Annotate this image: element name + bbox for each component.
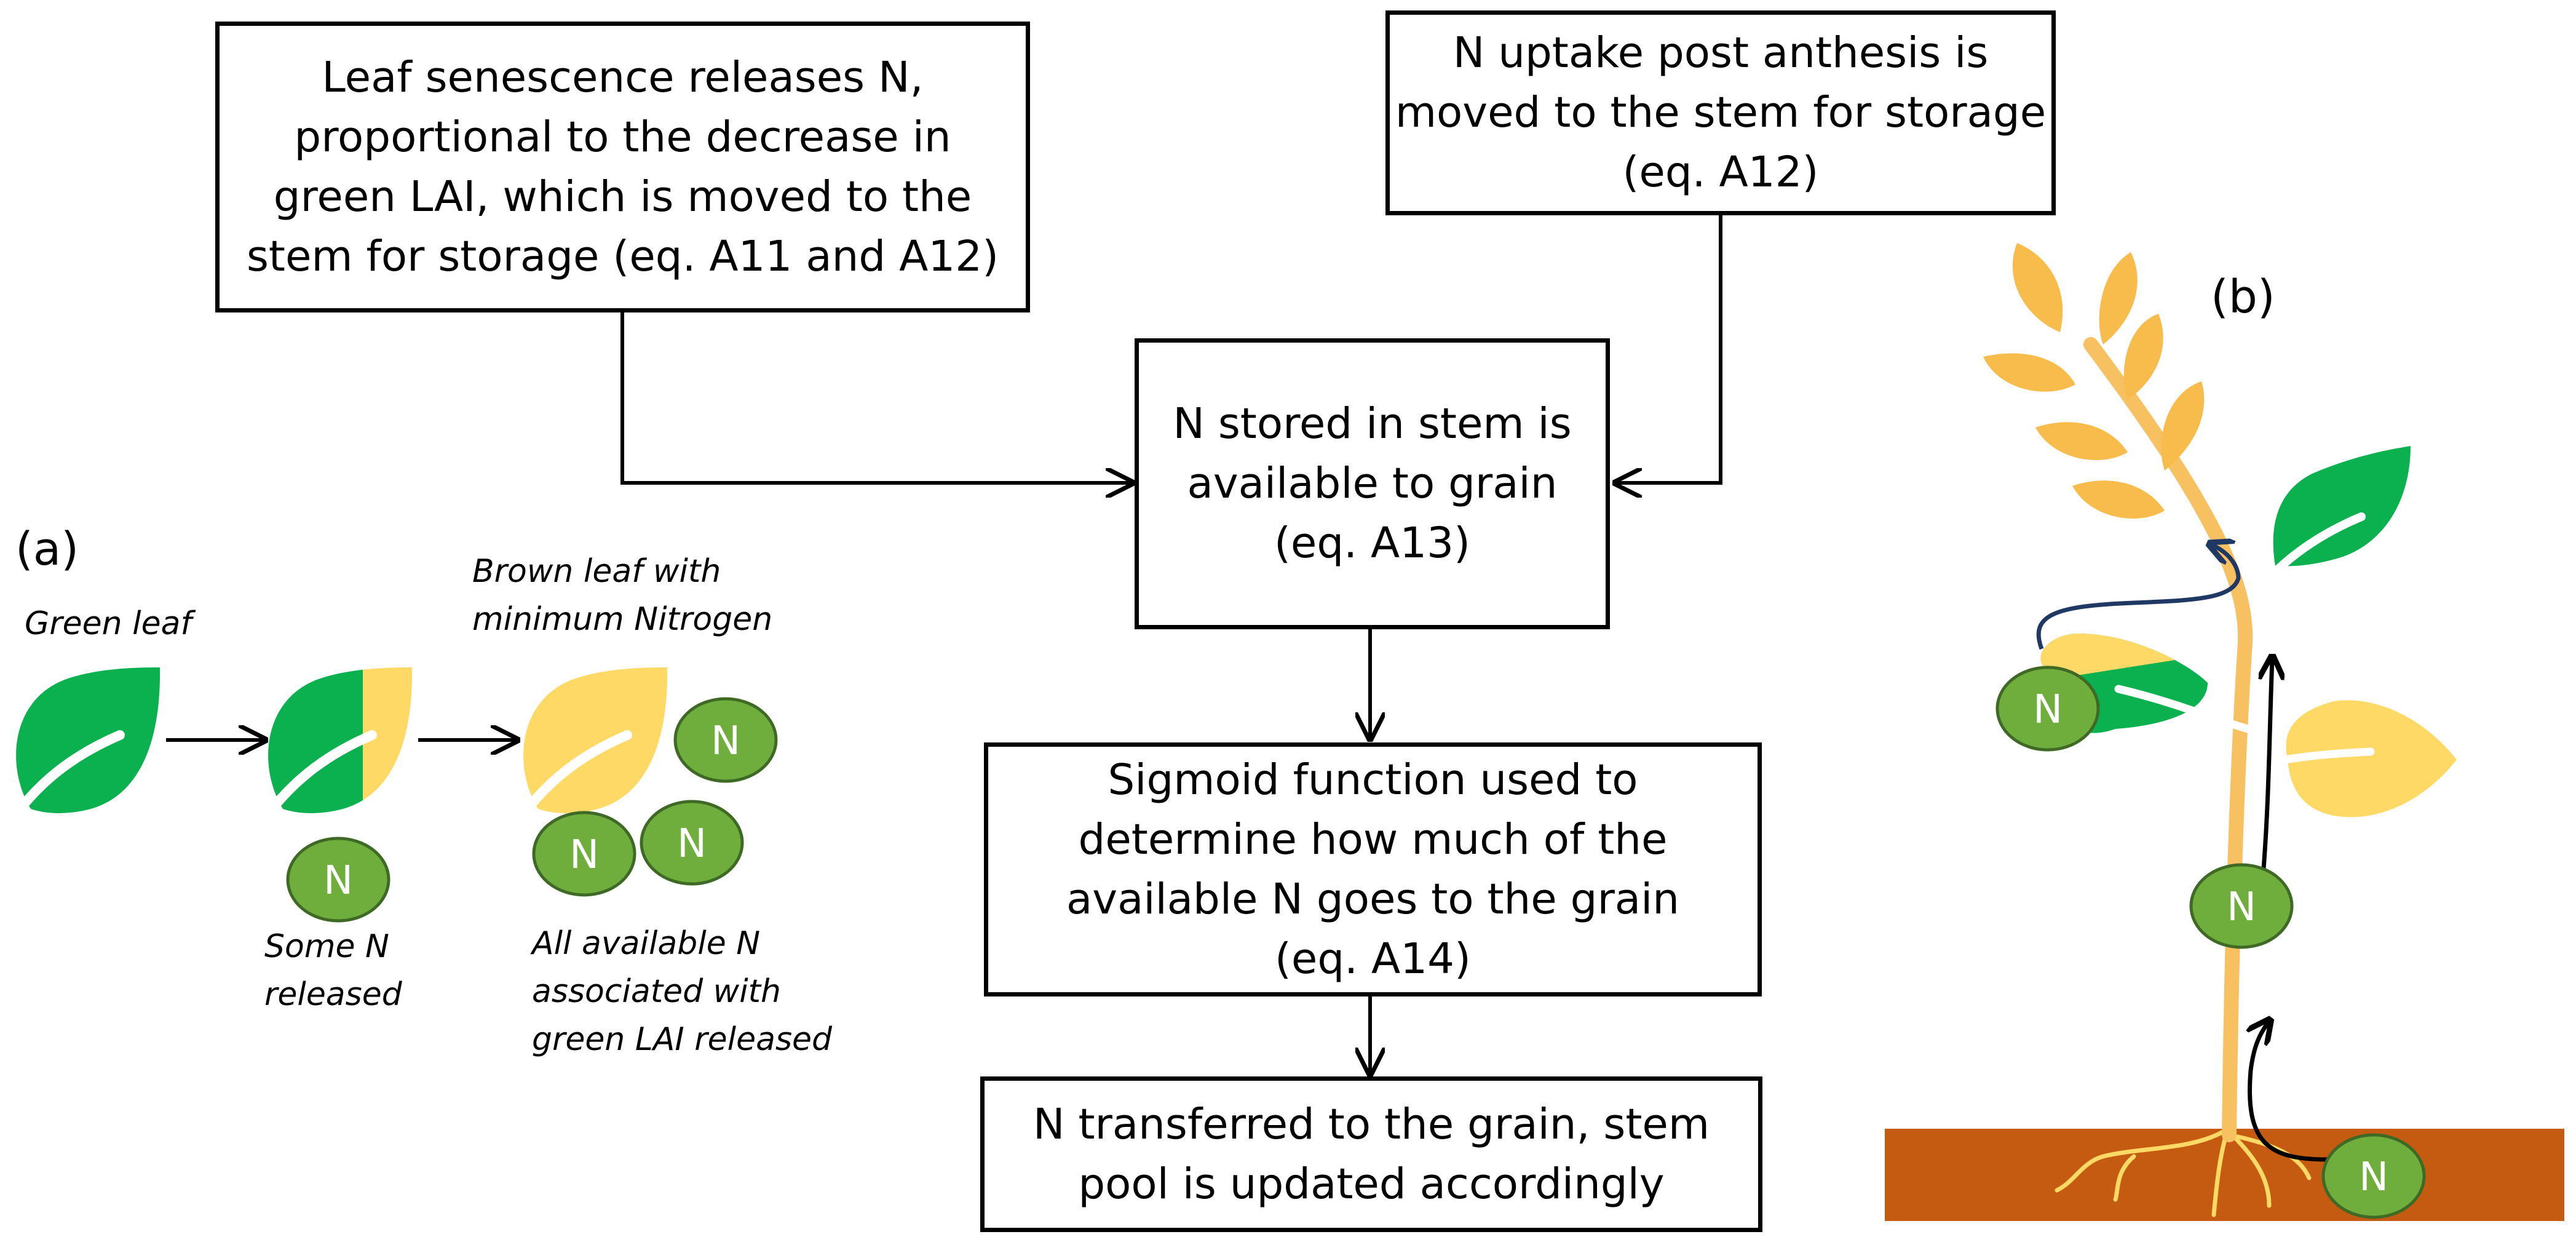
box-line: moved to the stem for storage: [1395, 88, 2047, 137]
box-line: proportional to the decrease in: [294, 112, 951, 162]
box-n-transferred: N transferred to the grain, stem pool is…: [980, 1076, 1762, 1232]
arrow-soil-uptake: [2250, 1021, 2328, 1162]
n-label: N: [569, 832, 599, 878]
box-n-uptake: N uptake post anthesis is moved to the s…: [1385, 10, 2056, 215]
grain-ear-icon: [1983, 243, 2205, 519]
caption-line: minimum Nitrogen: [472, 601, 773, 638]
caption-line: All available N: [532, 925, 761, 962]
n-circle-panel-a-2: N: [673, 697, 778, 783]
n-label: N: [711, 718, 740, 764]
n-label: N: [2033, 687, 2063, 733]
caption-line: Brown leaf with: [472, 553, 721, 590]
brown-leaf-icon: [518, 667, 668, 820]
n-label: N: [2227, 885, 2256, 930]
upper-green-leaf-icon: [2259, 446, 2411, 589]
box-line: Sigmoid function used to: [1108, 755, 1638, 805]
caption-green-leaf: Green leaf: [25, 605, 192, 642]
box-n-stored-in-stem: N stored in stem is available to grain (…: [1135, 338, 1610, 629]
box-line: determine how much of the: [1078, 814, 1668, 864]
n-label: N: [323, 858, 353, 904]
n-circle-panel-a-1: N: [286, 837, 390, 923]
n-circle-panel-b-stem: N: [2189, 863, 2294, 949]
caption-line: Some N: [264, 928, 389, 965]
box-line: available to grain: [1187, 459, 1558, 508]
box-line: stem for storage (eq. A11 and A12): [246, 231, 999, 281]
arrow-uptake-to-stored: [1616, 215, 1722, 483]
box-leaf-senescence: Leaf senescence releases N, proportional…: [215, 22, 1030, 312]
box-line: (eq. A12): [1622, 148, 1819, 197]
stem: [2083, 337, 2253, 1142]
n-circle-panel-b-soil: N: [2321, 1133, 2426, 1219]
caption-some-n-released: Some N released: [264, 923, 402, 1019]
n-label: N: [677, 821, 707, 867]
green-leaf-icon: [10, 667, 161, 820]
panel-a-label: (a): [15, 523, 79, 576]
box-line: N stored in stem is: [1173, 399, 1572, 448]
caption-all-n-released: All available N associated with green LA…: [532, 920, 832, 1064]
box-line: (eq. A13): [1274, 519, 1470, 568]
arrow-leaf-remobilisation: [2036, 544, 2241, 650]
box-line: (eq. A14): [1275, 934, 1471, 984]
n-circle-panel-b-leaf: N: [1995, 666, 2100, 752]
box-line: pool is updated accordingly: [1078, 1159, 1665, 1209]
n-label: N: [2359, 1155, 2388, 1200]
caption-brown-leaf: Brown leaf with minimum Nitrogen: [472, 547, 772, 643]
n-circle-panel-a-4: N: [640, 800, 744, 886]
box-line: green LAI, which is moved to the: [273, 172, 972, 221]
arrow-stem-upward: [2263, 658, 2272, 877]
arrow-senescence-to-stored: [620, 312, 1131, 483]
n-circle-panel-a-3: N: [532, 811, 636, 897]
caption-line: associated with: [532, 973, 782, 1010]
box-line: Leaf senescence releases N,: [322, 52, 924, 102]
box-line: N transferred to the grain, stem: [1032, 1099, 1710, 1149]
box-line: N uptake post anthesis is: [1452, 28, 1989, 78]
box-line: available N goes to the grain: [1066, 874, 1679, 924]
caption-line: green LAI released: [532, 1021, 833, 1058]
panel-b-label: (b): [2211, 271, 2275, 324]
caption-line: released: [264, 976, 402, 1013]
box-sigmoid-function: Sigmoid function used to determine how m…: [984, 742, 1762, 996]
